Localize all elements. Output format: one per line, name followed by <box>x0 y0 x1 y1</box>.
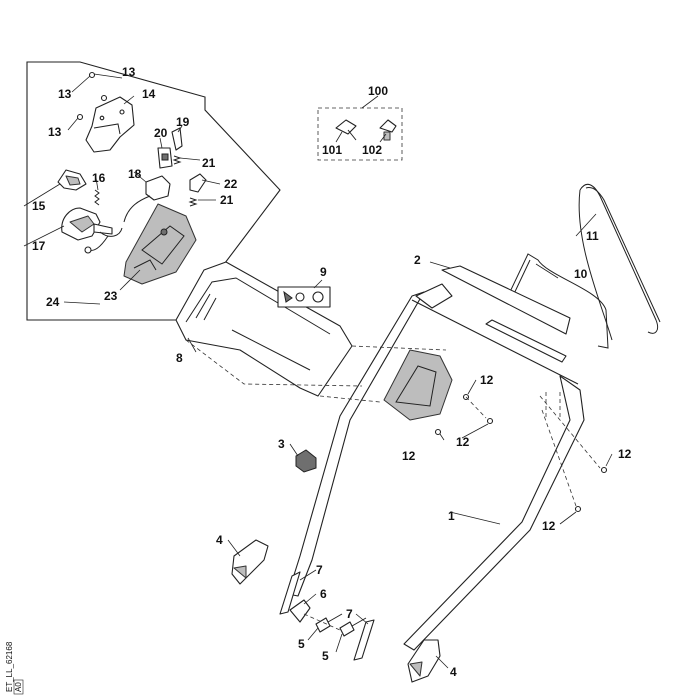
switch-housing-23 <box>123 203 197 285</box>
callout-100: 100 <box>368 84 388 98</box>
callout-12-a: 12 <box>480 373 494 387</box>
callout-9: 9 <box>320 265 327 279</box>
switch-18 <box>123 175 171 223</box>
bolt-12-c <box>434 428 442 436</box>
handle-bracket <box>383 349 453 421</box>
part-102 <box>379 119 397 141</box>
callout-7-right: 7 <box>346 607 353 621</box>
screw-13-middle <box>100 94 108 102</box>
bolt-5-upper <box>315 613 343 633</box>
callout-1: 1 <box>448 509 455 523</box>
upper-handle-11 <box>578 183 661 341</box>
label-set-9 <box>277 286 331 308</box>
control-unit-assembly-frame <box>26 61 281 321</box>
callout-6: 6 <box>320 587 327 601</box>
kit-100-frame <box>317 107 403 161</box>
callout-8: 8 <box>176 351 183 365</box>
spring-21-upper <box>172 155 182 165</box>
clamp-wedge-7-left <box>279 571 301 615</box>
lever-15 <box>57 169 87 191</box>
handle-cover-8 <box>175 261 353 397</box>
document-revision: A0 <box>14 682 23 692</box>
callout-12-b: 12 <box>456 435 470 449</box>
callout-7-left: 7 <box>316 563 323 577</box>
knob-3 <box>295 449 317 473</box>
callout-14: 14 <box>142 87 156 101</box>
callout-13-left: 13 <box>48 125 62 139</box>
callout-12-e: 12 <box>542 519 556 533</box>
clip-20 <box>157 147 173 169</box>
crossbar-2 <box>441 265 571 363</box>
callout-3: 3 <box>278 437 285 451</box>
clamp-wedge-7-right <box>353 619 375 661</box>
callout-16: 16 <box>92 171 106 185</box>
callout-5-upper: 5 <box>298 637 305 651</box>
callout-11: 11 <box>586 229 599 243</box>
part-101 <box>335 119 357 141</box>
callout-19: 19 <box>176 115 190 129</box>
pin-19 <box>171 127 183 151</box>
callout-12-d: 12 <box>618 447 632 461</box>
bolt-12-e <box>574 505 582 513</box>
callout-13-middle: 13 <box>58 87 72 101</box>
callout-22: 22 <box>224 177 238 191</box>
bolt-5-lower <box>339 617 367 637</box>
bolt-12-b <box>486 417 494 425</box>
callout-24: 24 <box>46 295 60 309</box>
control-cable <box>84 227 123 254</box>
bolt-12-d <box>600 466 608 474</box>
callout-20: 20 <box>154 126 168 140</box>
callout-2: 2 <box>414 253 421 267</box>
clamp-lever-4-right <box>407 639 441 683</box>
callout-18: 18 <box>128 167 142 181</box>
callout-4-right: 4 <box>450 665 457 679</box>
callout-13-top: 13 <box>122 65 136 79</box>
handle-17 <box>61 207 113 241</box>
document-code: ET_LL_62168 <box>5 641 14 692</box>
spacer-6 <box>289 599 311 623</box>
callout-23: 23 <box>104 289 118 303</box>
clamp-lever-4-left <box>231 539 269 585</box>
callout-15: 15 <box>32 199 46 213</box>
leader-lines <box>23 73 613 669</box>
callout-21-upper: 21 <box>202 156 216 170</box>
lower-handle-1 <box>287 283 585 651</box>
callout-12-c: 12 <box>402 449 416 463</box>
callout-101: 101 <box>322 143 342 157</box>
alignment-lines <box>185 339 601 631</box>
lever-22 <box>189 173 207 193</box>
callout-17: 17 <box>32 239 46 253</box>
document-code-block: ET_LL_62168 A0 <box>5 641 24 695</box>
bracket-14 <box>85 96 135 153</box>
callout-5-lower: 5 <box>322 649 329 663</box>
spring-16 <box>94 189 100 206</box>
callout-4-left: 4 <box>216 533 223 547</box>
callout-21-lower: 21 <box>220 193 234 207</box>
screw-13-left <box>76 113 84 121</box>
callout-10: 10 <box>574 267 588 281</box>
screw-13-top <box>88 71 96 79</box>
callout-102: 102 <box>362 143 382 157</box>
spring-21-lower <box>188 197 198 207</box>
